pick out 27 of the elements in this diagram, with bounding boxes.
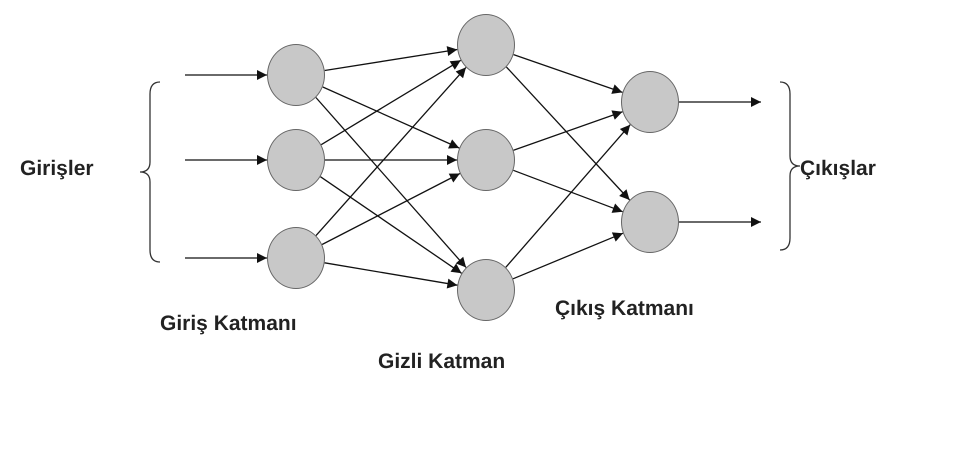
arrow (506, 66, 630, 200)
arrow (505, 124, 631, 268)
layer-label: Giriş Katmanı (160, 312, 297, 336)
neuron-circle (457, 14, 515, 76)
arrow (679, 217, 761, 227)
layer-label: Gizli Katman (378, 350, 506, 374)
arrow (316, 66, 466, 236)
neuron-circle (457, 259, 515, 321)
group-label: Çıkışlar (800, 157, 876, 181)
arrow (185, 253, 267, 263)
layer-label: Çıkış Katmanı (555, 297, 694, 321)
group-label: Girişler (20, 157, 94, 181)
arrow (320, 60, 462, 146)
arrow (315, 97, 467, 268)
arrow (513, 110, 623, 151)
arrow (513, 170, 623, 213)
arrow (513, 54, 623, 94)
arrow (512, 232, 624, 280)
arrow (679, 97, 761, 107)
arrow (325, 155, 457, 165)
arrow (185, 70, 267, 80)
arrow (185, 155, 267, 165)
arrow (320, 176, 462, 274)
arrow (324, 46, 458, 72)
arrow (322, 86, 460, 149)
arrow (324, 262, 458, 288)
arrow (322, 172, 460, 246)
